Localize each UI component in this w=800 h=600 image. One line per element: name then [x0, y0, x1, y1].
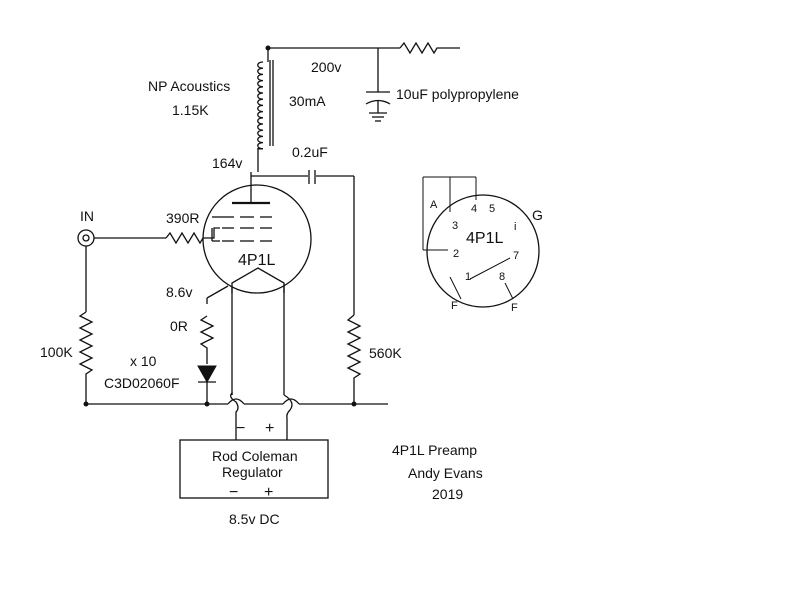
regulator-name-line2: Regulator: [222, 464, 283, 480]
pin-4-label: 4: [471, 203, 477, 215]
pin-3-label: 3: [452, 220, 458, 232]
title-label: 4P1L Preamp: [392, 442, 477, 458]
regulator-bottom-minus: −: [229, 484, 238, 501]
grid-resistor: [165, 227, 220, 245]
regulator-top-plus: +: [265, 420, 274, 437]
pin-filament-left-label: F: [451, 300, 458, 312]
transformer-value-label: 1.15K: [172, 102, 209, 118]
transformer-maker-label: NP Acoustics: [148, 78, 230, 94]
choke-coil: [257, 61, 264, 150]
pinout-diagram: [422, 176, 540, 308]
pin-1-label: 1: [465, 271, 471, 283]
tube-4p1l: [202, 172, 312, 294]
year-label: 2019: [432, 486, 463, 502]
input-jack: [77, 227, 220, 404]
regulator-bottom-plus: +: [264, 484, 273, 501]
dc-supply-label: 8.5v DC: [229, 511, 280, 527]
pin-6-label: i: [514, 221, 516, 233]
diode-string: [197, 365, 217, 384]
input-label: IN: [80, 208, 94, 224]
output-resistor: [346, 314, 362, 404]
ground-rail: [83, 398, 388, 407]
regulator-box: [179, 439, 329, 499]
pin-5-label: 5: [489, 203, 495, 215]
cathode-network: [197, 285, 229, 407]
supply-rail: [265, 41, 460, 92]
pin-grid-label: G: [532, 207, 543, 223]
output-resistor-label: 560K: [369, 345, 402, 361]
diode-part-label: C3D02060F: [104, 375, 180, 391]
input-resistor-label: 100K: [40, 344, 73, 360]
regulator-name-line1: Rod Coleman: [212, 448, 298, 464]
pin-7-label: 7: [513, 250, 519, 262]
coupling-cap-label: 0.2uF: [292, 144, 328, 160]
author-label: Andy Evans: [408, 465, 483, 481]
supply-voltage-label: 200v: [311, 59, 341, 75]
tube-label: 4P1L: [238, 252, 275, 269]
filament-leads: [230, 286, 293, 440]
cathode-resistor: [199, 315, 215, 364]
diode-count-label: x 10: [130, 353, 157, 369]
cathode-resistor-label: 0R: [170, 318, 188, 334]
current-label: 30mA: [289, 93, 326, 109]
input-resistor: [78, 311, 94, 404]
grid-resistor-label: 390R: [166, 210, 199, 226]
pin-8-label: 8: [499, 271, 505, 283]
coupling-capacitor: [251, 170, 355, 315]
pin-anode-label: A: [430, 199, 438, 211]
cathode-voltage-label: 8.6v: [166, 284, 192, 300]
rail-resistor: [399, 41, 460, 55]
supply-capacitor: [365, 91, 391, 122]
pin-2-label: 2: [453, 248, 459, 260]
pin-filament-right-label: F: [511, 302, 518, 314]
regulator-top-minus: −: [236, 420, 245, 437]
pinout-tube-label: 4P1L: [466, 230, 503, 247]
output-choke: [257, 60, 274, 172]
plate-voltage-label: 164v: [212, 155, 242, 171]
supply-cap-label: 10uF polypropylene: [396, 86, 519, 102]
